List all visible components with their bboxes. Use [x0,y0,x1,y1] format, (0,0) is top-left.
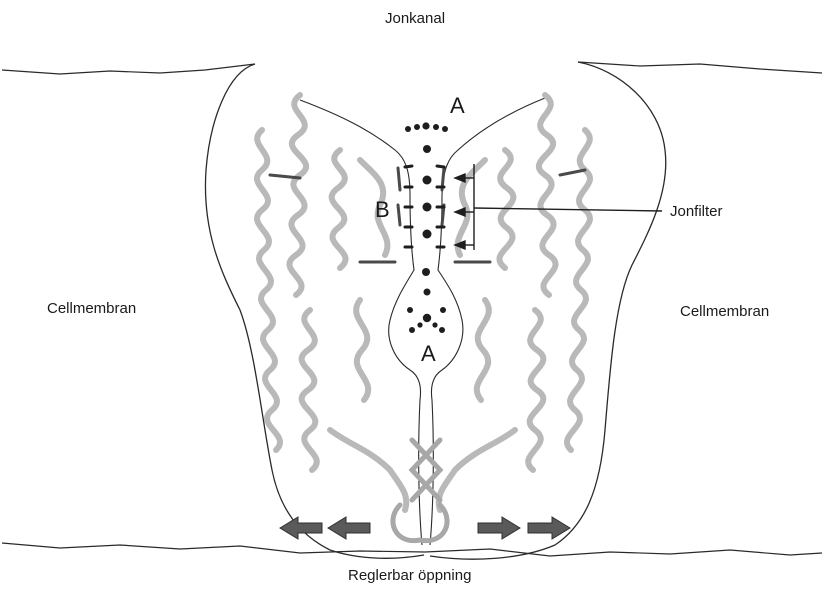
ion-dot-icon [407,307,413,313]
helices-left [257,95,406,510]
ion-dot-icon [422,268,430,276]
label-ion-filter: Jonfilter [670,203,723,221]
marker-a-bottom: A [421,342,436,366]
marker-b: B [375,198,390,222]
ion-dot-icon [439,327,445,333]
ion-dot-icon [423,314,431,322]
membrane-top-line-right [578,62,822,73]
label-regulated-opening: Reglerbar öppning [348,567,471,585]
helices-right [439,95,590,510]
gate-arrows [280,517,570,539]
ion-dot-icon [424,289,431,296]
marker-a-top: A [450,94,465,118]
ion-dot-icon [432,322,437,327]
block-arrow-icon [528,517,570,539]
block-arrow-icon [478,517,520,539]
ion-dot-icon [423,176,432,185]
ion-dot-icon [440,307,446,313]
ion-dot-icon [409,327,415,333]
membrane-bottom-line [2,543,822,556]
label-cell-membrane-left: Cellmembran [47,300,136,318]
ion-dot-icon [442,126,448,132]
ion-dot-icon [405,126,411,132]
block-arrow-icon [280,517,322,539]
channel-outline-left [205,64,424,558]
label-cell-membrane-right: Cellmembran [680,303,769,321]
ion-dot-icon [417,322,422,327]
ion-dot-icon [422,122,429,129]
membrane-top-line [2,64,255,74]
ion-dot-icon [414,124,420,130]
ion-dot-icon [423,203,432,212]
ion-dot-icon [423,145,431,153]
block-arrow-icon [328,517,370,539]
ion-dot-icon [423,230,432,239]
label-ion-channel: Jonkanal [385,10,445,28]
filter-bracket [455,164,662,250]
ion-dot-icon [433,124,439,130]
